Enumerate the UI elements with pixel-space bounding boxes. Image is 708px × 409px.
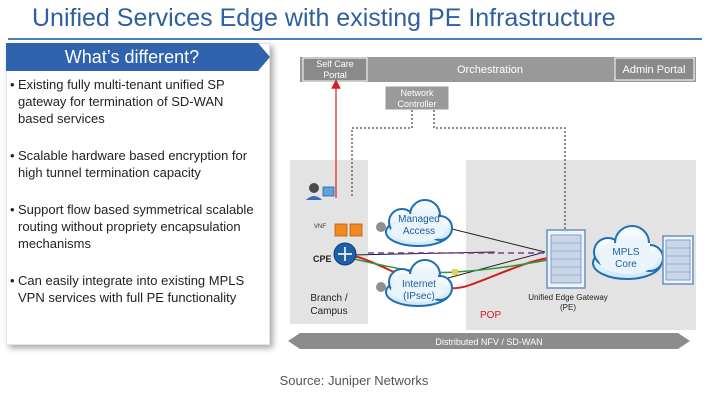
link-line <box>447 227 546 253</box>
bullet-line: routing without propriety encapsulation <box>18 219 241 234</box>
gateway-line-2: (PE) <box>560 303 576 312</box>
bullet-line: VPN services with full PE functionality <box>18 290 237 305</box>
source-caption: Source: Juniper Networks <box>279 373 429 388</box>
bullet-item: Scalable hardware based encryption for h… <box>10 147 262 181</box>
branch-line-2: Campus <box>310 306 347 317</box>
bullet-line: gateway for termination of SD-WAN <box>18 94 224 109</box>
orchestration-label: Orchestration <box>457 64 523 76</box>
user-icon <box>306 183 335 200</box>
cpe-router-icon <box>333 242 357 266</box>
link-badge-icon <box>376 222 386 232</box>
gateway-line-1: Unified Edge Gateway <box>528 293 608 302</box>
network-controller-line-2: Controller <box>397 99 436 109</box>
managed-access-line-1: Managed <box>398 214 440 225</box>
internet-cloud <box>385 259 453 307</box>
mpls-core-cloud <box>592 225 664 280</box>
bullet-item: Existing fully multi-tenant unified SP g… <box>10 76 262 127</box>
mpls-core-line-2: Core <box>615 259 637 270</box>
internet-line-1: Internet <box>402 279 436 290</box>
controller-to-gateway-line <box>433 110 566 230</box>
bullet-line: based services <box>18 111 105 126</box>
title-divider <box>8 38 702 40</box>
branch-line-1: Branch / <box>310 293 347 304</box>
managed-access-line-2: Access <box>403 226 435 237</box>
bullet-line: Existing fully multi-tenant unified SP <box>18 77 225 92</box>
bullet-line: mechanisms <box>18 236 91 251</box>
network-controller-line-1: Network <box>400 88 434 98</box>
panel-arrow-icon <box>258 43 270 71</box>
panel-heading: What’s different? <box>6 43 258 71</box>
page-title: Unified Services Edge with existing PE I… <box>32 4 616 32</box>
network-controller-box <box>384 85 450 111</box>
bullet-item: Can easily integrate into existing MPLS … <box>10 272 262 306</box>
mpls-core-line-1: MPLS <box>612 247 640 258</box>
distributed-nfv-bar <box>288 333 690 349</box>
bullet-line: Scalable hardware based encryption for <box>18 148 248 163</box>
pop-label: POP <box>480 310 501 321</box>
internet-line-2: (IPsec) <box>403 291 435 302</box>
vnf-label: VNF <box>314 224 326 230</box>
bullet-line: high tunnel termination capacity <box>18 165 201 180</box>
link-line <box>447 251 546 279</box>
controller-to-cpe-line <box>351 110 413 198</box>
bullet-item: Support flow based symmetrical scalable … <box>10 201 262 252</box>
vnf-box-icon <box>334 223 348 237</box>
distributed-nfv-label: Distributed NFV / SD-WAN <box>435 337 542 347</box>
bullet-line: Support flow based symmetrical scalable <box>18 202 254 217</box>
managed-access-cloud <box>385 199 453 247</box>
gateway-router-icon <box>546 229 586 289</box>
cpe-label: CPE <box>313 254 332 264</box>
bullet-line: Can easily integrate into existing MPLS <box>18 273 245 288</box>
link-badge-icon <box>376 282 386 292</box>
admin-portal-label: Admin Portal <box>623 64 686 76</box>
lock-icon <box>452 269 458 275</box>
self-care-line-2: Portal <box>323 70 347 80</box>
core-router-icon <box>662 235 694 285</box>
vnf-box-icon <box>349 223 363 237</box>
admin-portal-box <box>614 57 695 81</box>
bullet-list: Existing fully multi-tenant unified SP g… <box>10 76 262 306</box>
self-care-line-1: Self Care <box>316 59 354 69</box>
